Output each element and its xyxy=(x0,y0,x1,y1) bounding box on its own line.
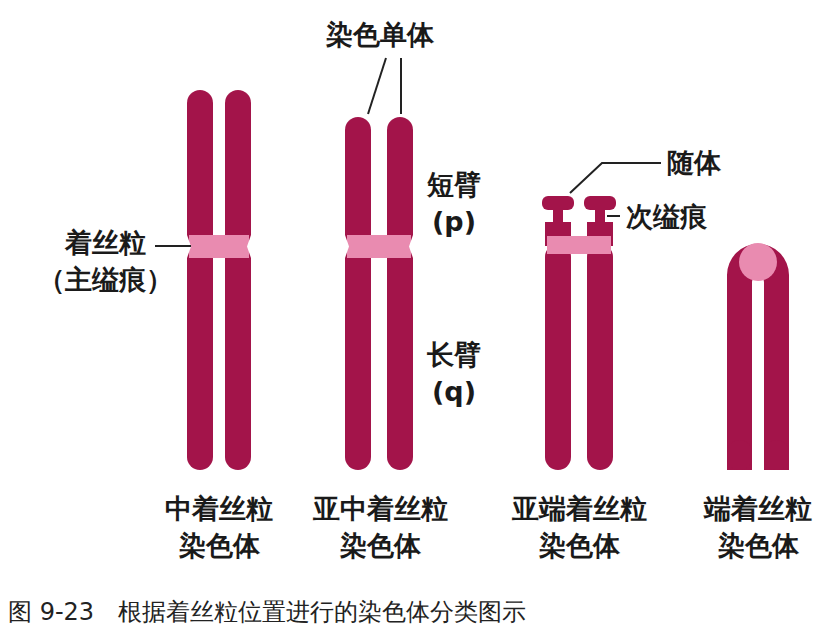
satellite-label: 随体 xyxy=(667,144,721,181)
figure-caption: 图 9-23 根据着丝粒位置进行的染色体分类图示 xyxy=(8,596,526,628)
type-name: 亚中着丝粒 染色体 xyxy=(313,490,448,565)
centromere-label: 着丝粒 （主缢痕） xyxy=(38,224,173,299)
type-name: 端着丝粒 染色体 xyxy=(704,490,812,565)
secondary-constriction-label: 次缢痕 xyxy=(626,198,707,235)
long-arm-label: 长臂 (q) xyxy=(427,336,481,411)
type-name: 亚端着丝粒 染色体 xyxy=(512,490,647,565)
chromatid-label: 染色单体 xyxy=(326,16,434,53)
type-name: 中着丝粒 染色体 xyxy=(165,490,273,565)
short-arm-label: 短臂 (p) xyxy=(427,166,481,241)
